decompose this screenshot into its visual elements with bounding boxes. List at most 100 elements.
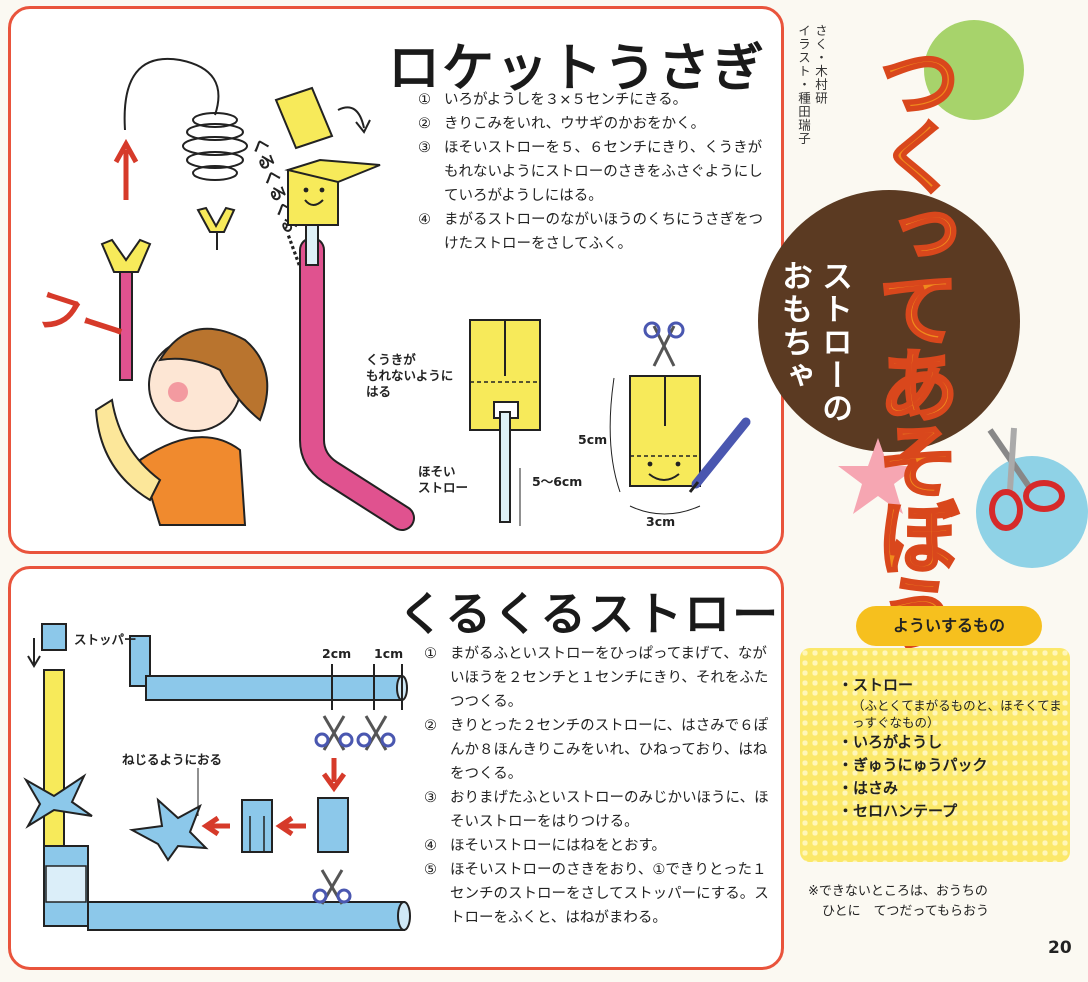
length-2cm-label: 2cm bbox=[322, 646, 352, 661]
label-line: ストロー bbox=[418, 480, 469, 495]
fu-sound-label: フー bbox=[29, 281, 133, 361]
slit-piece bbox=[241, 799, 273, 853]
kurukuru-step-5: ⑤ ほそいストローのさきをおり、①できりとった１センチのストローをさしてストッパー… bbox=[424, 858, 776, 930]
illustrator-credit: イラスト・種田瑞子 bbox=[796, 24, 811, 146]
cut-piece bbox=[317, 797, 349, 853]
length-5-6cm-label: 5〜6cm bbox=[532, 474, 583, 489]
step-text: まがるふといストローをひっぱってまげて、ながいほうを２センチと１センチにきり、そ… bbox=[450, 646, 769, 710]
step-text: きりとった２センチのストローに、はさみで６ぽんか８ほんきりこみをいれ、ひねってお… bbox=[450, 718, 769, 782]
rocket-rabbit-title: ロケットうさぎ bbox=[388, 39, 767, 99]
step-number: ② bbox=[424, 718, 437, 734]
step-number: ① bbox=[424, 646, 437, 662]
footnote-line: ひとに てつだってもらおう bbox=[822, 904, 990, 919]
stopper-piece bbox=[41, 623, 67, 651]
step-number: ④ bbox=[418, 212, 431, 228]
kurukuru-straw-steps: ① まがるふといストローをひっぱってまげて、ながいほうを２センチと１センチにきり、… bbox=[424, 642, 776, 930]
step-number: ① bbox=[418, 92, 431, 108]
footnote: ※できないところは、おうちの ひとに てつだってもらおう bbox=[808, 882, 1048, 922]
scissors-icon-3 bbox=[312, 869, 352, 905]
kurukuru-step-3: ③ おりまげたふといストローのみじかいほうに、ほそいストローをはりつける。 bbox=[424, 786, 776, 834]
material-name: ・ストロー bbox=[838, 676, 914, 694]
red-scissors-icon bbox=[987, 427, 1065, 531]
material-item: ・ぎゅうにゅうパック bbox=[838, 756, 988, 774]
sub-title-line: ストロー bbox=[816, 260, 852, 392]
red-left-arrow-icon-2 bbox=[201, 815, 230, 837]
step-text: ほそいストローにはねをとおす。 bbox=[450, 838, 667, 854]
rocket-step-2: ② きりこみをいれ、ウサギのかおをかく。 bbox=[418, 112, 770, 136]
fold-arrow-icon bbox=[337, 106, 371, 134]
sub-title-line: おもちゃ bbox=[776, 260, 812, 392]
material-item: ・いろがようし bbox=[838, 733, 943, 751]
rocket-step-3: ③ ほそいストローを５、６センチにきり、くうきがもれないようにストローのさきをふさ… bbox=[418, 136, 770, 208]
author-credit: さく・木村研 bbox=[813, 24, 828, 105]
bendy-straw-horizontal bbox=[145, 675, 403, 701]
page-number: 20 bbox=[1048, 938, 1072, 958]
kurukuru-step-2: ② きりとった２センチのストローに、はさみで６ぽんか８ほんきりこみをいれ、ひねって… bbox=[424, 714, 776, 786]
rabbit-head bbox=[100, 238, 152, 273]
step-text: まがるストローのながいほうのくちにうさぎをつけたストローをさしてふく。 bbox=[444, 212, 763, 252]
length-1cm-label: 1cm bbox=[374, 646, 404, 661]
material-item: ・ストロー （ふとくてまがるものと、ほそくてまっすぐなもの） bbox=[838, 674, 1068, 731]
step-text: ほそいストローを５、６センチにきり、くうきがもれないようにストローのさきをふさぐ… bbox=[444, 140, 763, 204]
thick-straw-long bbox=[87, 901, 405, 931]
brown-circle-decoration bbox=[758, 190, 1020, 452]
hosoi-straw-label: ほそい ストロー bbox=[418, 464, 468, 496]
material-note: （ふとくてまがるものと、ほそくてまっすぐなもの） bbox=[852, 698, 1062, 730]
label-line: ほそい bbox=[418, 464, 456, 479]
girl-cheek bbox=[168, 382, 188, 402]
folded-propeller bbox=[128, 797, 209, 862]
sub-title-suffix: の bbox=[816, 392, 852, 425]
spin-coil bbox=[182, 112, 248, 181]
footnote-line: ※できないところは、おうちの bbox=[808, 884, 988, 899]
scissors-icon bbox=[314, 715, 354, 751]
up-arrow-icon bbox=[113, 138, 139, 200]
material-item: ・はさみ bbox=[838, 779, 899, 797]
bendy-straw-vertical bbox=[129, 635, 151, 687]
step-text: おりまげたふといストローのみじかいほうに、ほそいストローをはりつける。 bbox=[450, 790, 769, 830]
kurukuru-straw-title: くるくるストロー bbox=[398, 587, 781, 641]
down-arrow-icon bbox=[27, 638, 41, 668]
rocket-step-1: ① いろがようしを３×５センチにきる。 bbox=[418, 88, 770, 112]
step-number: ③ bbox=[418, 140, 431, 156]
materials-header: よういするもの bbox=[856, 606, 1042, 646]
rocket-step-4: ④ まがるストローのながいほうのくちにうさぎをつけたストローをさしてふく。 bbox=[418, 208, 770, 256]
materials-list: ・ストロー （ふとくてまがるものと、ほそくてまっすぐなもの） ・いろがようし ・… bbox=[838, 674, 1068, 823]
red-left-arrow-icon bbox=[275, 815, 306, 837]
kurukuru-straw-illustration bbox=[23, 623, 411, 931]
scissors-icon bbox=[643, 321, 685, 367]
star-icon bbox=[838, 438, 918, 514]
step-number: ④ bbox=[424, 838, 437, 854]
step-text: ほそいストローのさきをおり、①できりとった１センチのストローをさしてストッパーに… bbox=[450, 862, 769, 926]
length-3cm-label: 3cm bbox=[646, 514, 676, 529]
materials-box bbox=[800, 648, 1070, 862]
step-text: きりこみをいれ、ウサギのかおをかく。 bbox=[444, 116, 706, 132]
rocket-rabbit-steps: ① いろがようしを３×５センチにきる。 ② きりこみをいれ、ウサギのかおをかく。 ③… bbox=[418, 88, 770, 256]
flying-rabbit-icon bbox=[196, 206, 236, 250]
sub-title: ストローの おもちゃ bbox=[774, 260, 854, 425]
label-line: くうきが bbox=[366, 352, 416, 367]
girl-body bbox=[138, 436, 247, 526]
thin-straw bbox=[499, 411, 511, 523]
rocket-rabbit-illustration: フー くるくるくる…… bbox=[29, 57, 415, 531]
material-item: ・セロハンテープ bbox=[838, 802, 958, 820]
scissors-icon-2 bbox=[356, 715, 396, 751]
pen-icon bbox=[688, 417, 751, 493]
step-number: ③ bbox=[424, 790, 437, 806]
girl-arm bbox=[94, 398, 162, 502]
step-number: ⑤ bbox=[424, 862, 437, 878]
green-circle-decoration bbox=[924, 20, 1024, 120]
step-number: ② bbox=[418, 116, 431, 132]
stopper-label: ストッパー bbox=[74, 632, 137, 647]
step-text: いろがようしを３×５センチにきる。 bbox=[444, 92, 688, 108]
girl-hair bbox=[158, 327, 269, 422]
card-diagram bbox=[469, 319, 751, 526]
kuuki-label: くうきが もれないように はる bbox=[366, 352, 453, 400]
label-line: はる bbox=[366, 384, 392, 399]
propeller bbox=[23, 773, 93, 829]
length-5cm-label: 5cm bbox=[578, 432, 608, 447]
label-line: もれないように bbox=[366, 368, 454, 383]
nejiru-label: ねじるようにおる bbox=[122, 752, 223, 767]
kurukuru-step-1: ① まがるふといストローをひっぱってまげて、ながいほうを２センチと１センチにきり、… bbox=[424, 642, 776, 714]
kurukuru-step-4: ④ ほそいストローにはねをとおす。 bbox=[424, 834, 776, 858]
flight-trail bbox=[123, 57, 220, 131]
